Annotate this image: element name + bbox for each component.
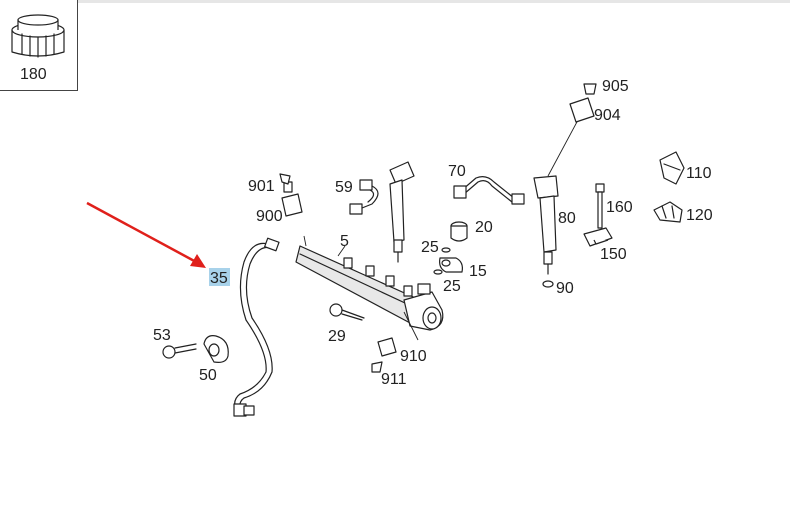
callout-180: 180 bbox=[20, 66, 47, 83]
injector-center[interactable] bbox=[389, 161, 415, 263]
callout-120: 120 bbox=[686, 207, 713, 224]
bolt-160[interactable] bbox=[595, 183, 605, 229]
callout-160: 160 bbox=[606, 199, 633, 216]
callout-901: 901 bbox=[248, 178, 275, 195]
inset-svg: 180 bbox=[11, 14, 65, 83]
callout-35: 35 bbox=[210, 270, 228, 287]
bracket-120[interactable] bbox=[653, 201, 683, 223]
connector-59[interactable] bbox=[349, 179, 379, 215]
pressure-sensor-900[interactable] bbox=[279, 173, 303, 217]
fuel-rail-5[interactable] bbox=[295, 235, 444, 341]
top-border bbox=[0, 0, 790, 3]
callout-20: 20 bbox=[475, 219, 493, 236]
bracket-110[interactable] bbox=[659, 151, 685, 185]
callout-35-highlight bbox=[209, 268, 230, 286]
callout-911: 911 bbox=[381, 371, 407, 388]
callout-900: 900 bbox=[256, 208, 283, 225]
callout-15: 15 bbox=[469, 263, 487, 280]
callout-904: 904 bbox=[594, 107, 621, 124]
return-line-70[interactable] bbox=[453, 176, 525, 205]
callout-50: 50 bbox=[199, 367, 217, 384]
washer-90[interactable] bbox=[542, 280, 554, 288]
callout-150: 150 bbox=[600, 246, 627, 263]
seal-25-lower[interactable] bbox=[433, 269, 443, 275]
cap-icon bbox=[11, 14, 65, 58]
callout-25-upper: 25 bbox=[421, 239, 439, 256]
callout-905: 905 bbox=[602, 78, 629, 95]
callout-29: 29 bbox=[328, 328, 346, 345]
seal-25-upper[interactable] bbox=[441, 247, 451, 253]
callout-70: 70 bbox=[448, 163, 466, 180]
clamp-150[interactable] bbox=[583, 227, 613, 247]
callout-5: 5 bbox=[340, 233, 349, 250]
fuel-line-35[interactable] bbox=[233, 237, 280, 417]
banjo-bolt-20[interactable] bbox=[450, 221, 468, 242]
bolt-53[interactable] bbox=[162, 343, 197, 359]
clamp-50[interactable] bbox=[203, 335, 229, 363]
callout-90: 90 bbox=[556, 280, 574, 297]
inset-box-180[interactable]: 180 bbox=[0, 0, 78, 91]
connector-904[interactable] bbox=[569, 97, 595, 123]
callout-910: 910 bbox=[400, 348, 427, 365]
pointer-arrow bbox=[86, 201, 206, 268]
callout-80: 80 bbox=[558, 210, 576, 227]
sensor-910[interactable] bbox=[371, 337, 397, 373]
fitting-15[interactable] bbox=[439, 257, 463, 273]
callout-110: 110 bbox=[686, 165, 712, 182]
bolt-29[interactable] bbox=[329, 303, 365, 321]
callout-53: 53 bbox=[153, 327, 171, 344]
callout-25-lower: 25 bbox=[443, 278, 461, 295]
connector-905[interactable] bbox=[583, 83, 597, 95]
callout-59: 59 bbox=[335, 179, 353, 196]
injector-80[interactable] bbox=[533, 119, 579, 275]
